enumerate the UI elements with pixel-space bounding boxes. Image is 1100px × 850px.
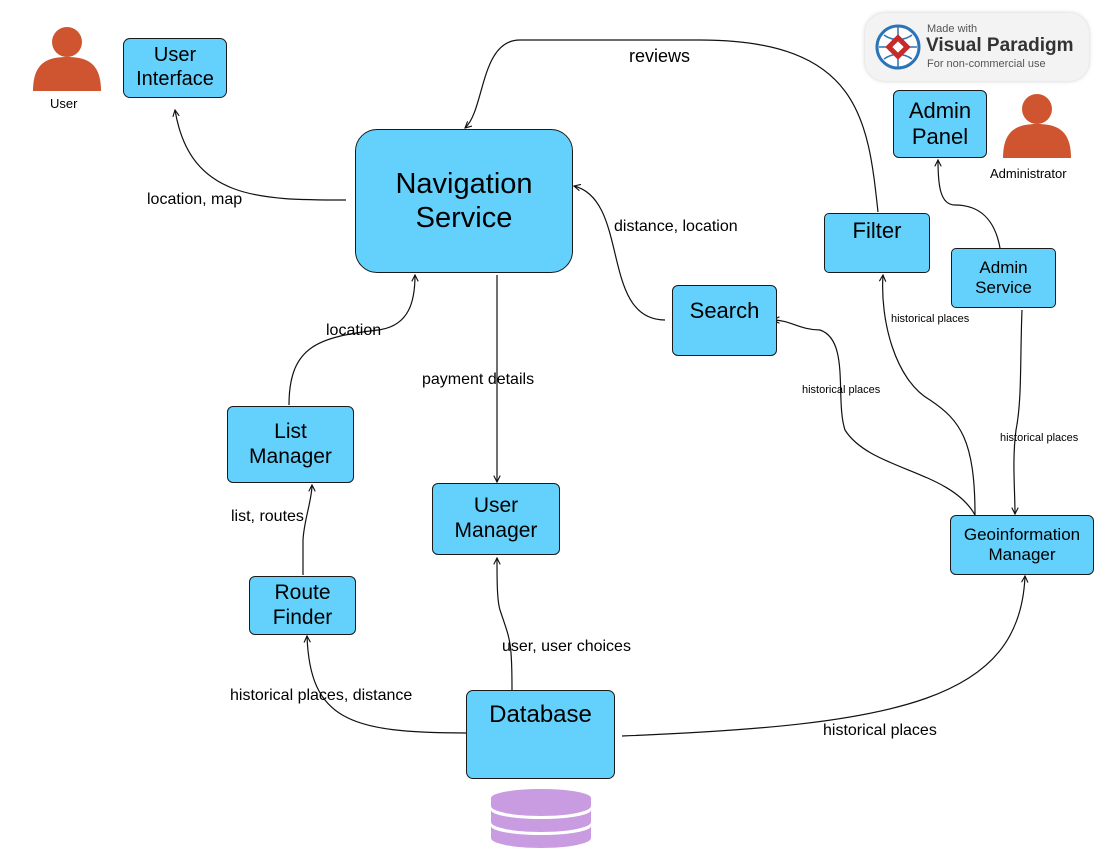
edge-label-user-choices: user, user choices: [502, 638, 631, 655]
edge-label-reviews: reviews: [629, 46, 691, 66]
database-label: Database: [489, 701, 592, 728]
admin-panel-box[interactable]: Admin Panel: [893, 90, 987, 158]
edge-admin-panel: [938, 160, 1001, 249]
admin-service-label: Admin Service: [975, 257, 1032, 297]
list-manager-label: List Manager: [249, 419, 332, 468]
user-actor-label: User: [50, 96, 78, 111]
admin-service-box[interactable]: Admin Service: [951, 248, 1056, 308]
edge-list-routes: [302, 485, 312, 575]
admin-panel-label: Admin Panel: [908, 98, 972, 149]
edge-historical-places-search: [773, 320, 976, 516]
administrator-actor-icon: [1003, 94, 1071, 158]
user-manager-box[interactable]: User Manager: [432, 483, 560, 555]
edge-label-historical-places-filter: historical places: [891, 313, 970, 325]
list-manager-box[interactable]: List Manager: [227, 406, 354, 483]
search-label: Search: [689, 298, 760, 323]
edge-label-payment-details: payment details: [422, 371, 535, 388]
edge-label-historical-places-distance: historical places, distance: [230, 687, 413, 704]
search-box[interactable]: Search: [672, 285, 777, 356]
edge-label-historical-places-search: historical places: [802, 384, 881, 396]
route-finder-label: Route Finder: [272, 580, 333, 629]
visual-paradigm-logo-icon: [875, 24, 921, 70]
watermark-line2: Visual Paradigm: [926, 35, 1074, 56]
edge-historical-places-filter: [883, 275, 976, 516]
watermark-line3: For non-commercial use: [927, 58, 1046, 70]
edge-label-historical-places-admin: historical places: [1000, 432, 1079, 444]
navigation-service-box[interactable]: Navigation Service: [355, 129, 573, 273]
user-interface-label: User Interface: [136, 44, 214, 90]
edge-location-map: [175, 110, 347, 201]
navigation-service-label: Navigation Service: [395, 167, 533, 234]
edge-reviews: [465, 39, 879, 213]
watermark-line1: Made with: [927, 23, 978, 35]
edge-label-list-routes: list, routes: [231, 508, 304, 525]
edge-distance-location: [574, 186, 666, 321]
filter-box[interactable]: Filter: [824, 213, 930, 273]
administrator-actor-label: Administrator: [990, 166, 1067, 181]
user-actor-icon: [33, 27, 101, 91]
user-interface-box[interactable]: User Interface: [123, 38, 227, 98]
edge-historical-places-distance: [307, 636, 467, 734]
route-finder-box[interactable]: Route Finder: [249, 576, 356, 635]
edge-user-choices: [497, 558, 513, 691]
edge-location: [288, 275, 415, 406]
geoinformation-manager-label: Geoinformation Manager: [963, 524, 1081, 564]
edge-label-distance-location: distance, location: [614, 218, 738, 235]
database-box[interactable]: Database: [466, 690, 615, 779]
geoinformation-manager-box[interactable]: Geoinformation Manager: [950, 515, 1094, 575]
watermark: Made with Visual Paradigm For non-commer…: [865, 13, 1089, 81]
database-icon: [491, 789, 591, 848]
user-manager-label: User Manager: [454, 494, 538, 542]
edge-label-historical-places-db: historical places: [823, 722, 937, 739]
edge-label-location: location: [326, 322, 382, 339]
edge-historical-places-admin: [1014, 309, 1023, 514]
edge-historical-places-db: [621, 576, 1025, 737]
filter-label: Filter: [852, 218, 902, 243]
edge-label-location-map: location, map: [147, 191, 243, 208]
